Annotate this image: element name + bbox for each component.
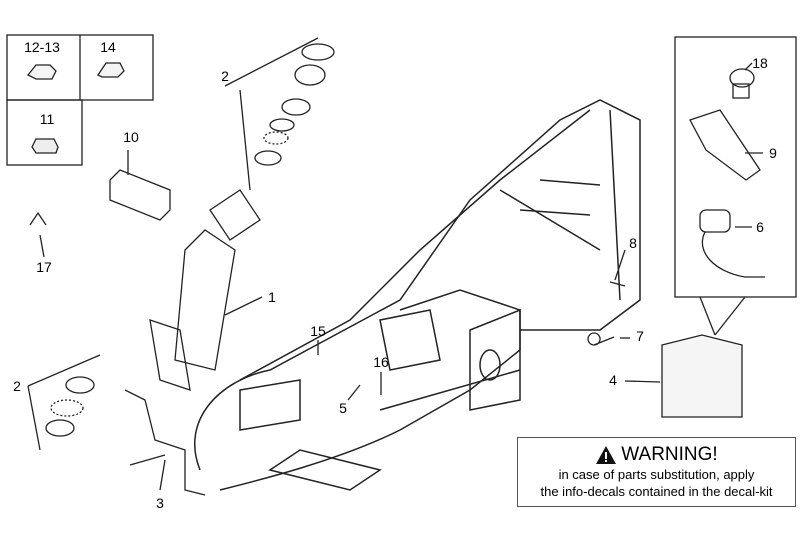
callout-1: 1 — [268, 289, 276, 305]
warning-title: WARNING! — [621, 444, 718, 465]
callout-10: 10 — [123, 129, 139, 145]
warning-line-1: in case of parts substitution, apply — [558, 467, 755, 482]
callout-8: 8 — [629, 235, 637, 251]
callout-2-top: 2 — [221, 68, 229, 84]
callout-11: 11 — [39, 111, 55, 127]
inset-box-right — [674, 36, 797, 298]
callout-9: 9 — [769, 145, 777, 161]
main-frame — [194, 99, 641, 491]
callout-5: 5 — [339, 400, 347, 416]
callout-16: 16 — [373, 354, 389, 370]
callout-15: 15 — [310, 323, 326, 339]
inset-boxes-left — [6, 34, 154, 166]
warning-triangle-icon — [596, 446, 617, 464]
callout-7: 7 — [636, 328, 644, 344]
callout-12-13: 12-13 — [24, 39, 60, 55]
callout-2-bottom: 2 — [13, 378, 21, 394]
callout-6: 6 — [756, 219, 764, 235]
callout-18: 18 — [752, 55, 768, 71]
callout-3: 3 — [156, 495, 164, 511]
warning-line-2: the info-decals contained in the decal-k… — [540, 484, 773, 499]
callout-14: 14 — [100, 39, 116, 55]
warning-box: WARNING! in case of parts substitution, … — [517, 437, 796, 507]
callout-4: 4 — [609, 372, 617, 388]
callout-17: 17 — [36, 259, 52, 275]
